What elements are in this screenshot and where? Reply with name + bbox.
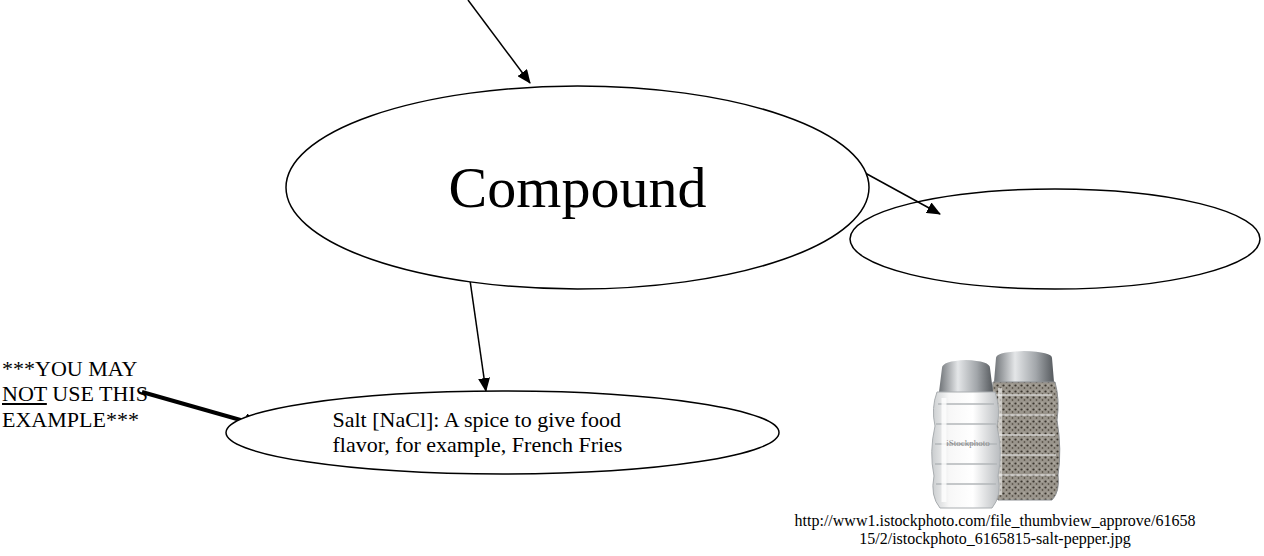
watermark: iStockphoto (938, 438, 998, 448)
image-source-url: http://www1.istockphoto.com/file_thumbvi… (730, 512, 1260, 549)
node-label: Compound (449, 156, 707, 220)
node-content: Salt [NaCl]: A spice to give food flavor… (225, 390, 780, 475)
incoming-arrow (468, 0, 530, 83)
node-text-group: Compound (449, 156, 707, 220)
underlined-word: NOT (2, 381, 47, 406)
node-label: Salt [NaCl]: A spice to give food flavor… (333, 408, 673, 456)
pepper-shaker (990, 351, 1060, 500)
ellipse-shape (286, 86, 869, 289)
salt-shaker (932, 360, 1001, 508)
ellipse-shape (226, 391, 779, 474)
example-ellipse: Salt [NaCl]: A spice to give food flavor… (225, 390, 780, 475)
node-content: Compound (285, 85, 870, 290)
connector-arrow (470, 282, 486, 391)
empty-ellipse (850, 189, 1260, 289)
node-text-group: Salt [NaCl]: A spice to give food flavor… (333, 408, 673, 456)
compound-ellipse: Compound (285, 85, 870, 290)
warning-note: ***YOU MAY NOT USE THIS EXAMPLE*** (2, 356, 152, 432)
